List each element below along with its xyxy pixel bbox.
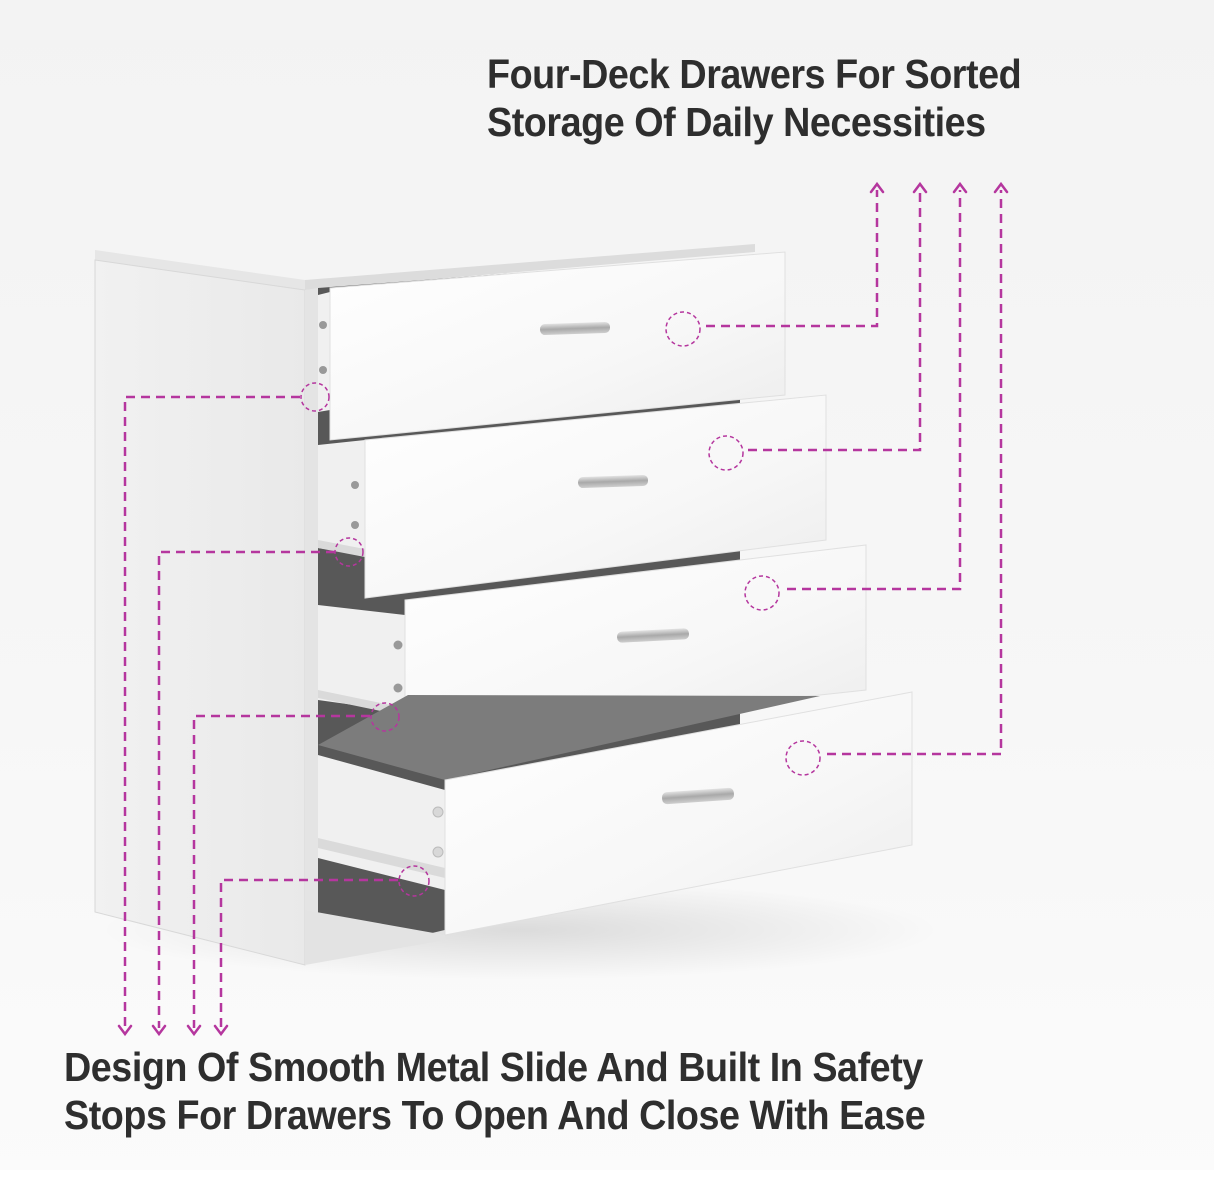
arrow-down-icon — [186, 1024, 202, 1037]
dresser-side-panel — [94, 259, 306, 966]
arrow-up-icon — [952, 181, 968, 194]
bottom-caption-line-1: Design Of Smooth Metal Slide And Built I… — [64, 1044, 923, 1090]
drawer-1 — [318, 251, 786, 441]
arrow-down-icon — [117, 1024, 133, 1037]
callout-line-2 — [748, 190, 922, 452]
arrow-up-icon — [993, 181, 1009, 194]
drawer-1-front-marker-icon — [665, 311, 701, 347]
arrow-down-icon — [213, 1024, 229, 1037]
dresser-top — [95, 226, 755, 290]
slide-callout-lines — [123, 382, 430, 1028]
dresser-front-frame — [305, 288, 318, 965]
slide-callout-line-4 — [219, 878, 398, 1028]
bottom-caption: Design Of Smooth Metal Slide And Built I… — [64, 1043, 926, 1139]
top-caption: Four-Deck Drawers For Sorted Storage Of … — [487, 50, 1022, 146]
slide-1-marker-icon — [300, 382, 330, 412]
drawer-4-front-marker-icon — [785, 740, 821, 776]
drawer-4-handle — [662, 787, 734, 805]
slide-4-marker-icon — [398, 865, 430, 897]
bottom-margin — [0, 1170, 1214, 1189]
slide-callout-line-3 — [192, 714, 370, 1028]
drawer-2 — [318, 394, 827, 599]
drawer-2-front-marker-icon — [708, 435, 744, 471]
drawer-2-handle — [578, 474, 649, 489]
arrow-down-icon — [151, 1024, 167, 1037]
top-caption-line-2: Storage Of Daily Necessities — [487, 99, 986, 145]
drawer-4 — [305, 691, 913, 965]
arrow-up-icon — [912, 181, 928, 194]
arrow-up-icon — [869, 181, 885, 194]
up-arrow-heads — [869, 181, 1009, 194]
callout-line-3 — [787, 190, 962, 591]
bottom-caption-line-2: Stops For Drawers To Open And Close With… — [64, 1092, 926, 1138]
top-caption-line-1: Four-Deck Drawers For Sorted — [487, 51, 1022, 97]
callout-line-1 — [706, 190, 879, 328]
slide-3-marker-icon — [370, 702, 400, 732]
drawer-1-handle — [540, 321, 611, 336]
callout-line-4 — [827, 190, 1003, 756]
drawer-3 — [318, 544, 867, 741]
drawer-3-handle — [617, 628, 690, 643]
down-arrow-heads — [117, 1024, 229, 1037]
front-callout-lines — [665, 190, 1003, 776]
drawer-3-front-marker-icon — [744, 575, 780, 611]
